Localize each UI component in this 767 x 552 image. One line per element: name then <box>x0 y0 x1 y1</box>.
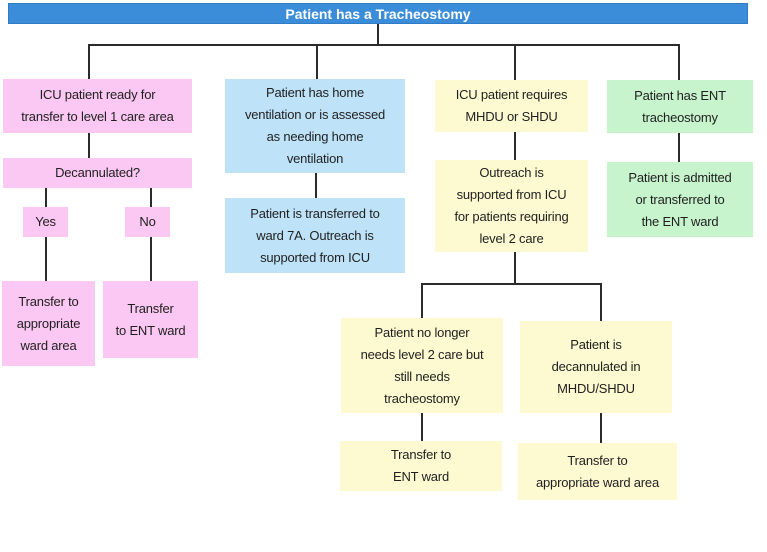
node-yes: Yes <box>23 207 68 237</box>
node-requires-mhdu-shdu: ICU patient requires MHDU or SHDU <box>435 80 588 132</box>
connector-drop-green <box>678 44 680 80</box>
connector-yes-down <box>45 237 47 281</box>
node-admitted-ent-ward: Patient is admitted or transferred to th… <box>607 162 753 237</box>
node-decannulated-mhdu-shdu: Patient is decannulated in MHDU/SHDU <box>520 321 672 413</box>
flowchart-title-bar: Patient has a Tracheostomy <box>8 3 748 24</box>
node-outreach-level2: Outreach is supported from ICU for patie… <box>435 160 588 252</box>
connector-blue-1-2 <box>315 173 317 198</box>
node-transfer-ent-ward: Transfer to ENT ward <box>103 281 198 358</box>
connector-branch-right <box>600 283 602 321</box>
connector-green-1-2 <box>678 133 680 162</box>
node-transfer-appropriate-ward-yellow: Transfer to appropriate ward area <box>518 443 677 500</box>
node-no: No <box>125 207 170 237</box>
node-ward-7a: Patient is transferred to ward 7A. Outre… <box>225 198 405 273</box>
connector-left-transfer <box>421 413 423 441</box>
connector-branch-left <box>421 283 423 318</box>
connector-decannulated-no <box>150 188 152 207</box>
connector-decannulated-yes <box>45 188 47 207</box>
connector-drop-pink <box>88 44 90 79</box>
node-transfer-appropriate-ward: Transfer to appropriate ward area <box>2 281 95 366</box>
node-no-longer-level2: Patient no longer needs level 2 care but… <box>341 318 503 413</box>
node-icu-ready-level1: ICU patient ready for transfer to level … <box>3 79 192 133</box>
node-decannulated: Decannulated? <box>3 158 192 188</box>
connector-yellow-2-branch <box>514 252 516 284</box>
connector-no-down <box>150 237 152 281</box>
connector-yellow-1-2 <box>514 132 516 160</box>
connector-branch-horizontal <box>421 283 602 285</box>
flowchart-title: Patient has a Tracheostomy <box>285 5 471 22</box>
node-transfer-ent-ward-yellow: Transfer to ENT ward <box>340 441 502 491</box>
connector-drop-yellow <box>514 44 516 80</box>
connector-top-horizontal <box>88 44 680 46</box>
connector-pink-1-2 <box>88 133 90 158</box>
connector-right-transfer <box>600 412 602 443</box>
connector-drop-blue <box>316 44 318 79</box>
connector-title-down <box>377 24 379 45</box>
node-home-ventilation: Patient has home ventilation or is asses… <box>225 79 405 173</box>
node-ent-tracheostomy: Patient has ENT tracheostomy <box>607 80 753 133</box>
